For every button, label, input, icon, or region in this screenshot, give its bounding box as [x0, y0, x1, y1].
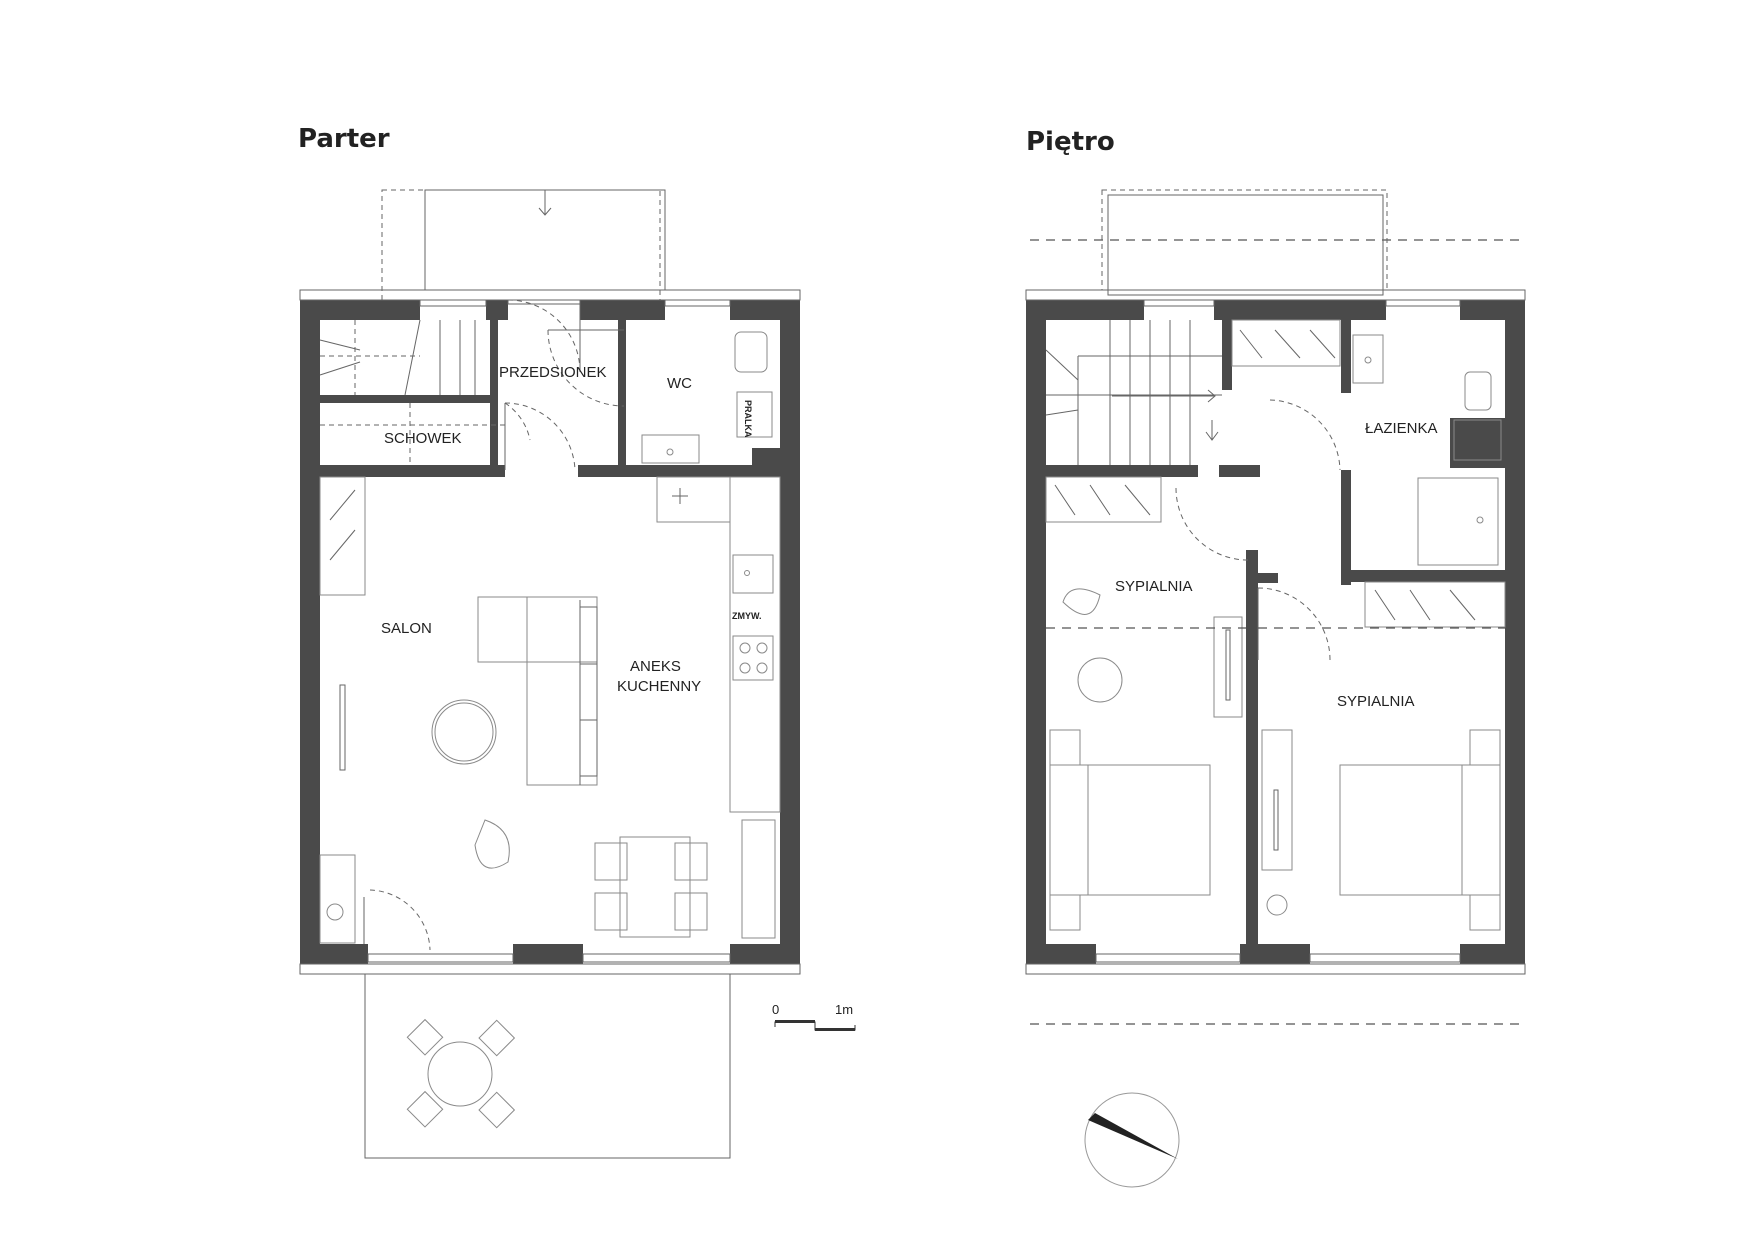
sofa-section	[477, 596, 598, 663]
upper-floor-title: Piętro	[1026, 127, 1115, 157]
window-top-1	[419, 299, 487, 307]
ground-stairs	[319, 319, 531, 465]
coffee-table	[431, 699, 497, 765]
ground-floor-plan: 0 1m PRZEDSIONEK WC SCHOWEK SALON ANEKS …	[299, 189, 856, 1159]
living-furniture	[319, 476, 598, 951]
hall-wardrobe	[1231, 319, 1341, 367]
fridge	[656, 476, 731, 523]
ground-exterior-walls	[300, 300, 800, 964]
window-bottom-1	[367, 953, 514, 963]
label-aneks: ANEKS	[630, 658, 681, 675]
toilet	[734, 331, 768, 373]
label-sypialnia-left: SYPIALNIA	[1115, 578, 1193, 595]
bedroom-table	[1077, 657, 1123, 703]
north-arrow-icon	[1084, 1092, 1180, 1188]
canopy-below	[1101, 189, 1388, 291]
right-bedroom-furniture	[1258, 581, 1506, 931]
scale-bar: 0 1m	[772, 1002, 856, 1031]
label-wc: WC	[667, 375, 692, 392]
label-salon: SALON	[381, 620, 432, 637]
upper-interior-walls	[1046, 320, 1505, 944]
bedroom-left-wardrobe	[1045, 476, 1162, 523]
ground-interior-walls	[300, 320, 780, 477]
label-lazienka: ŁAZIENKA	[1365, 420, 1438, 437]
ground-floor-title: Parter	[298, 124, 390, 154]
wardrobe	[319, 476, 366, 596]
shower	[1417, 477, 1499, 566]
upper-stairs	[1045, 320, 1222, 465]
entry-door-swing	[507, 299, 581, 373]
bathroom-sink	[1352, 334, 1384, 384]
washing-machine	[736, 391, 773, 438]
upper-window-bottom-1	[1095, 953, 1241, 963]
upper-window-bottom-2	[1309, 953, 1461, 963]
dining-set	[594, 836, 708, 938]
label-schowek: SCHOWEK	[384, 430, 462, 447]
terrace	[364, 973, 731, 1159]
cooktop	[732, 635, 774, 681]
dining-table	[619, 836, 691, 938]
tv-unit	[339, 684, 346, 771]
sofa	[526, 596, 598, 786]
bed-left	[1049, 764, 1211, 896]
bed-right	[1339, 764, 1501, 896]
upper-window-top-2	[1385, 299, 1461, 307]
left-bedroom-furniture	[1045, 476, 1246, 931]
bedroom-chair	[1062, 588, 1101, 615]
upper-exterior-walls	[1026, 300, 1525, 964]
armchair	[474, 819, 510, 869]
bedroom-left-door-swing	[1175, 487, 1251, 561]
label-sypialnia-right: SYPIALNIA	[1337, 693, 1415, 710]
floor-drain	[326, 903, 344, 921]
terrace-door-swing	[369, 889, 431, 951]
bathroom-door-swing	[1269, 399, 1341, 471]
label-pralka: PRALKA	[743, 400, 753, 438]
kitchen-sink	[732, 554, 774, 594]
terrace-table	[406, 1018, 516, 1129]
window-bottom-2	[582, 953, 731, 963]
bathroom-toilet	[1464, 371, 1492, 411]
wc-fixtures	[641, 331, 773, 464]
bedroom-right-door-swing	[1257, 587, 1331, 661]
upper-window-top-1	[1143, 299, 1215, 307]
scale-end: 1m	[835, 1002, 853, 1017]
label-przedsionek: PRZEDSIONEK	[499, 364, 607, 381]
window-top-2	[664, 299, 731, 307]
entrance-canopy-outline	[381, 189, 661, 301]
bedroom-right-wardrobe	[1364, 581, 1506, 628]
upper-floor-plan: ŁAZIENKA SYPIALNIA SYPIALNIA	[1025, 189, 1526, 1188]
bathroom-fixtures	[1352, 334, 1499, 566]
scale-start: 0	[772, 1002, 779, 1017]
label-kuchenny: KUCHENNY	[617, 678, 701, 695]
kitchen-counter	[656, 476, 781, 939]
wc-sink	[641, 434, 700, 464]
label-zmyw: ZMYW.	[732, 611, 762, 621]
